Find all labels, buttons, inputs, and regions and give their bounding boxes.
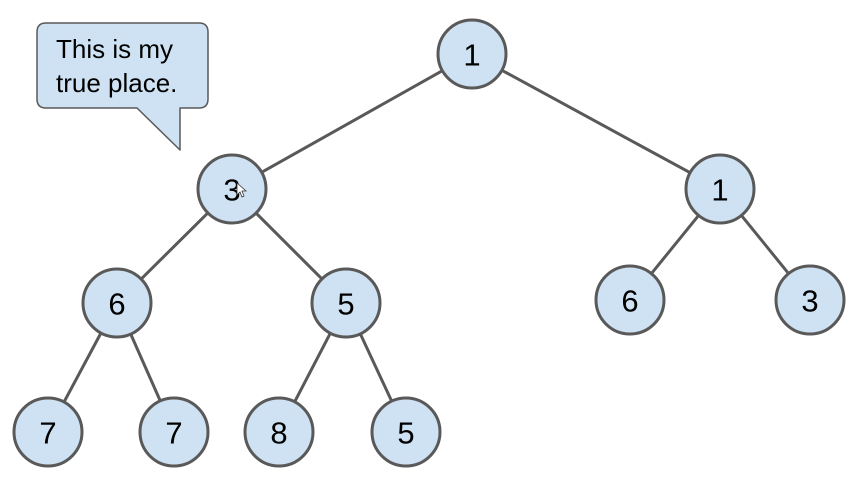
- tree-node-n9: 7: [138, 396, 210, 468]
- tree-node-n7: 3: [774, 264, 846, 336]
- node-label: 8: [270, 416, 287, 451]
- node-label: 7: [165, 416, 182, 451]
- tree-nodes: 1 3 1 6 5 6 3 7 7 8 5: [12, 18, 846, 468]
- node-circle: [310, 267, 382, 339]
- mouse-cursor-icon: [236, 182, 248, 198]
- tree-node-n3: 1: [684, 153, 756, 225]
- node-circle: [774, 264, 846, 336]
- node-label: 3: [801, 284, 818, 319]
- node-label: 5: [397, 416, 414, 451]
- edge-n1-n2: [260, 69, 444, 174]
- node-circle: [594, 264, 666, 336]
- node-circle: [138, 396, 210, 468]
- edge-n3-n7: [739, 213, 791, 276]
- tree-node-n5: 5: [310, 267, 382, 339]
- edge-n2-n5: [254, 211, 324, 281]
- edge-n3-n6: [649, 213, 701, 276]
- node-circle: [196, 153, 268, 225]
- tree-node-n6: 6: [594, 264, 666, 336]
- callout-bubble: [36, 22, 209, 151]
- speech-callout: This is my true place.: [36, 22, 209, 151]
- edge-n4-n9: [129, 332, 162, 403]
- edge-n2-n4: [139, 211, 210, 281]
- edge-n4-n8: [62, 331, 103, 404]
- callout-line-1: This is my: [56, 34, 173, 64]
- edge-n5-n11: [358, 332, 394, 403]
- tree-node-n4: 6: [81, 267, 153, 339]
- tree-node-n1: 1: [436, 18, 508, 90]
- tree-node-n10: 8: [243, 396, 315, 468]
- node-circle: [684, 153, 756, 225]
- tree-node-n11: 5: [370, 396, 442, 468]
- node-label: 7: [39, 416, 56, 451]
- node-label: 1: [711, 173, 728, 208]
- node-label: 5: [337, 287, 354, 322]
- node-label: 1: [463, 38, 480, 73]
- node-label: 6: [108, 287, 125, 322]
- node-circle: [81, 267, 153, 339]
- node-label: 6: [621, 284, 638, 319]
- tree-edges: [62, 68, 791, 404]
- svg-text:true place.: true place.: [56, 68, 177, 98]
- node-label: 3: [223, 173, 240, 208]
- tree-node-n8: 7: [12, 396, 84, 468]
- node-circle: [436, 18, 508, 90]
- node-circle: [12, 396, 84, 468]
- tree-node-n2: 3: [196, 153, 268, 225]
- edge-n1-n3: [500, 68, 692, 175]
- callout-line-2: true place.: [56, 68, 177, 98]
- svg-text:This is my: This is my: [56, 34, 173, 64]
- node-circle: [243, 396, 315, 468]
- edge-n5-n10: [293, 331, 332, 404]
- node-circle: [370, 396, 442, 468]
